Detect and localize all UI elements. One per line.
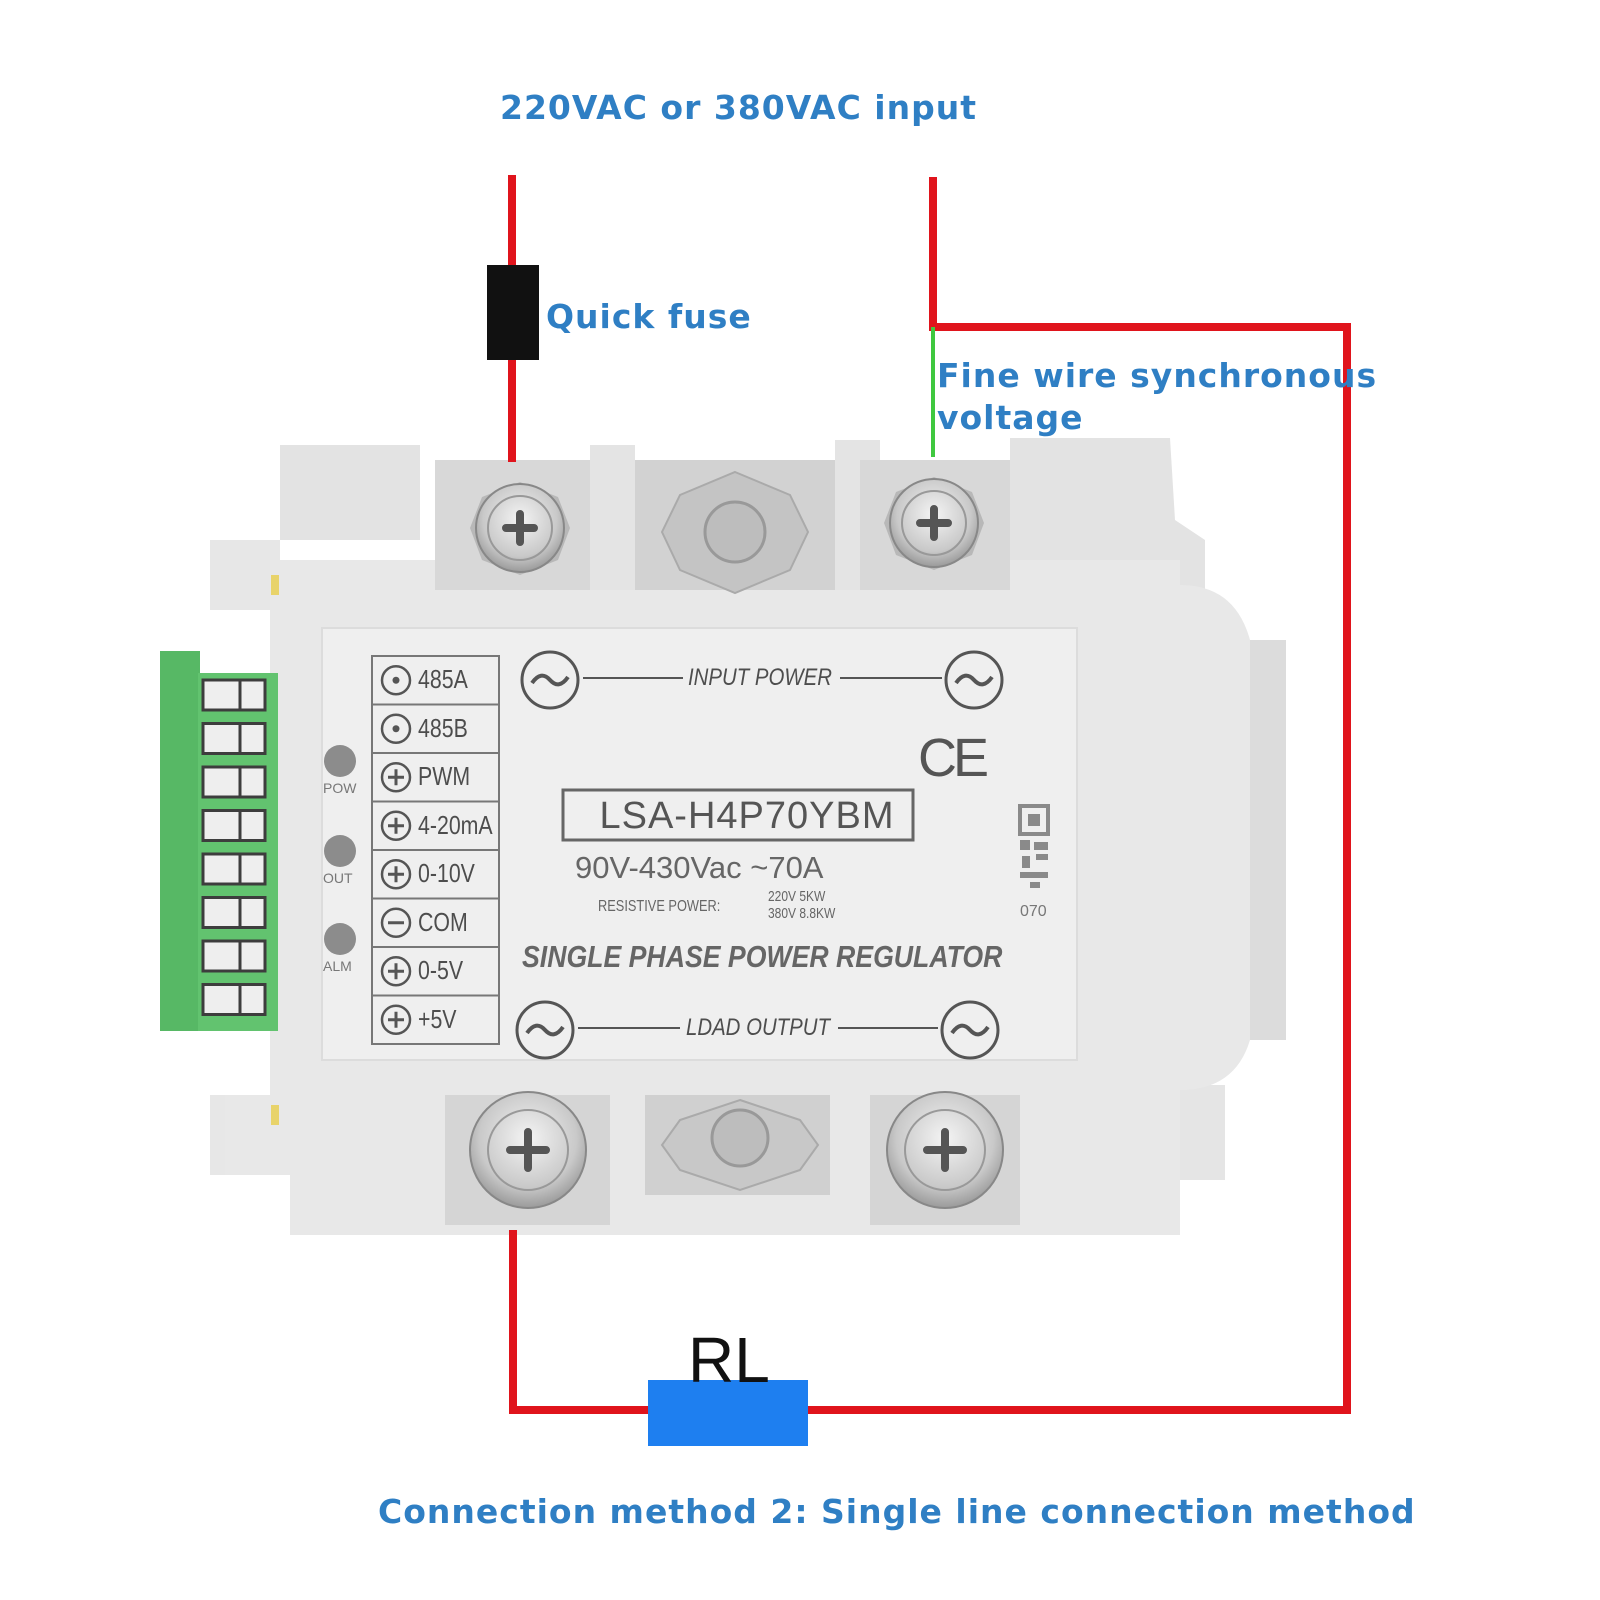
product-name: SINGLE PHASE POWER REGULATOR <box>522 939 1003 974</box>
terminal-slot <box>201 722 267 755</box>
terminal-dot-symbol <box>392 725 400 733</box>
terminal-symbol-circle <box>380 713 412 744</box>
terminal-symbol-circle <box>380 907 412 938</box>
terminal-symbol-circle <box>380 956 412 987</box>
terminal-plus-symbol <box>388 963 404 980</box>
terminal-plus-symbol <box>388 866 404 883</box>
terminal-symbol-circle <box>380 810 412 841</box>
input-power-bus <box>520 650 1004 710</box>
terminal-label: PWM <box>418 761 471 792</box>
resistive-power-380v: 380V 8.8KW <box>768 905 836 922</box>
qr-code <box>1018 804 1050 888</box>
bottom-right-screw-terminal <box>886 1091 1004 1209</box>
terminal-label: 4-20mA <box>418 809 493 840</box>
terminal-slot <box>201 852 267 886</box>
out-led-label: OUT <box>323 870 353 886</box>
terminal-symbol-circle <box>380 665 412 696</box>
model-number: LSA-H4P70YBM <box>599 795 895 837</box>
terminal-plus-symbol <box>388 1011 404 1028</box>
top-left-screw-terminal <box>470 482 570 575</box>
terminal-label: COM <box>418 906 468 937</box>
out-led <box>324 835 356 867</box>
terminal-label: 0-5V <box>418 955 464 986</box>
terminal-label: 485B <box>418 712 468 743</box>
neutral-return-wire <box>808 177 1351 1414</box>
terminal-slot <box>201 983 267 1016</box>
resistive-power-220v: 220V 5KW <box>768 888 826 905</box>
terminal-slot <box>201 678 267 712</box>
load-output-bus <box>515 1000 1000 1060</box>
terminal-slot <box>201 765 267 799</box>
connection-method-caption: Connection method 2: Single line connect… <box>378 1492 1416 1531</box>
pow-led-label: POW <box>323 780 357 796</box>
load-resistor <box>648 1380 808 1446</box>
load-output-label: LDAD OUTPUT <box>686 1014 830 1041</box>
terminal-label: 0-10V <box>418 858 475 889</box>
top-right-screw-terminal <box>884 477 984 570</box>
terminal-slot <box>201 939 267 973</box>
model-box <box>561 788 915 842</box>
pow-led <box>324 745 356 777</box>
terminal-slot <box>201 896 267 929</box>
device-code: 070 <box>1020 903 1047 920</box>
quick-fuse-label: Quick fuse <box>546 297 752 336</box>
ce-mark: CE <box>918 728 989 788</box>
terminal-symbol-circle <box>380 1004 412 1035</box>
sync-voltage-label-line2: voltage <box>937 398 1084 437</box>
sync-voltage-label: Fine wire synchronous voltage <box>937 355 1377 439</box>
terminal-plus-symbol <box>388 817 404 834</box>
load-feed-wire <box>509 1230 652 1414</box>
terminal-label: 485A <box>418 664 468 695</box>
sync-voltage-label-line1: Fine wire synchronous <box>937 356 1378 395</box>
top-center-nut <box>660 470 810 595</box>
terminal-slot <box>201 809 267 842</box>
alm-led <box>324 923 356 955</box>
terminal-symbol-circle <box>380 762 412 793</box>
resistive-power-label: RESISTIVE POWER: <box>598 898 721 915</box>
alm-led-label: ALM <box>323 958 352 974</box>
terminal-symbol-circle <box>380 859 412 890</box>
input-power-label: INPUT POWER <box>688 664 832 691</box>
terminal-label: +5V <box>418 1003 457 1034</box>
bottom-left-screw-terminal <box>469 1091 587 1209</box>
terminal-dot-symbol <box>392 676 400 684</box>
terminal-table <box>371 655 500 1045</box>
voltage-current-rating: 90V-430Vac ~70A <box>575 850 824 885</box>
load-label: RL <box>688 1324 770 1396</box>
input-voltage-title: 220VAC or 380VAC input <box>500 88 977 127</box>
quick-fuse <box>487 265 539 360</box>
control-terminal-block <box>160 651 278 1031</box>
terminal-plus-symbol <box>388 769 404 786</box>
bottom-center-nut <box>660 1098 820 1192</box>
